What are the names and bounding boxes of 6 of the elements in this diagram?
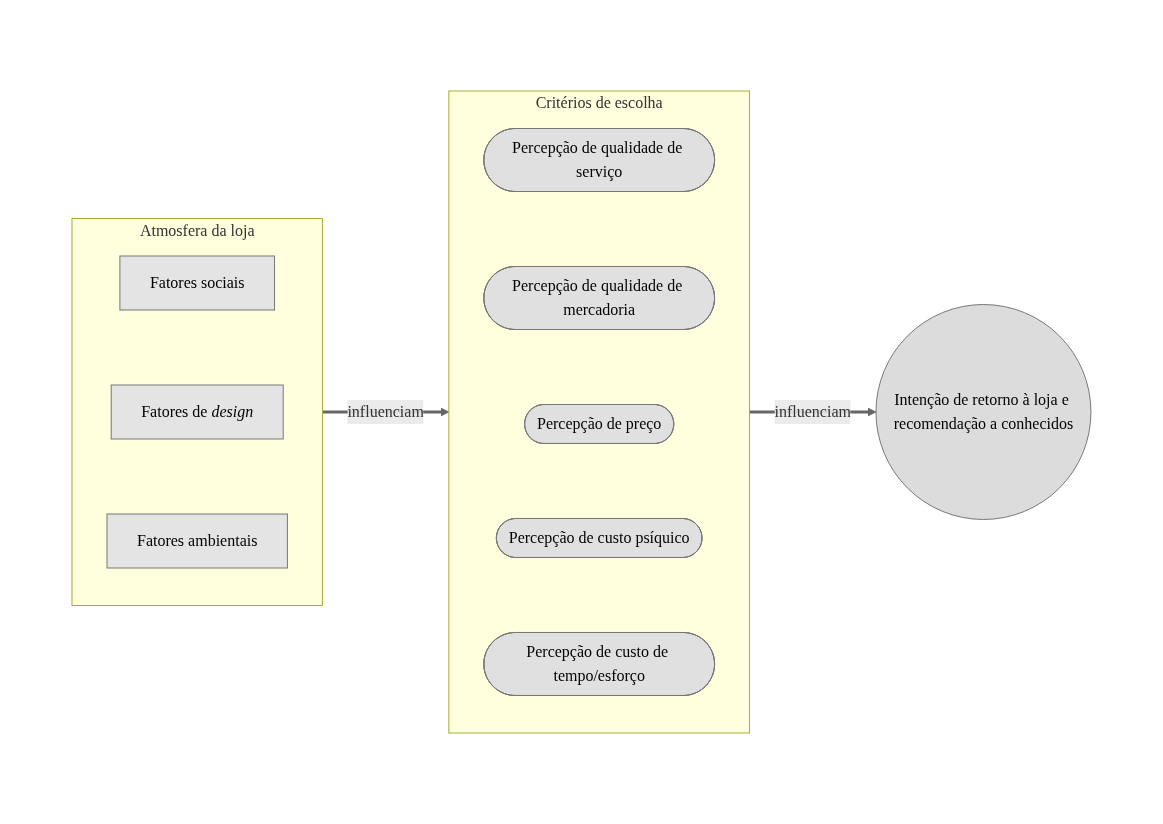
node-circle: Intenção de retorno à loja e recomendação a conhecidos [875, 304, 1092, 520]
edge-label: influenciam [774, 403, 851, 420]
node-box: Fatores ambientais [106, 513, 288, 569]
node-box: Fatores de design [110, 384, 284, 440]
edge-label: influenciam [347, 403, 424, 420]
node-box: Fatores sociais [119, 255, 276, 311]
